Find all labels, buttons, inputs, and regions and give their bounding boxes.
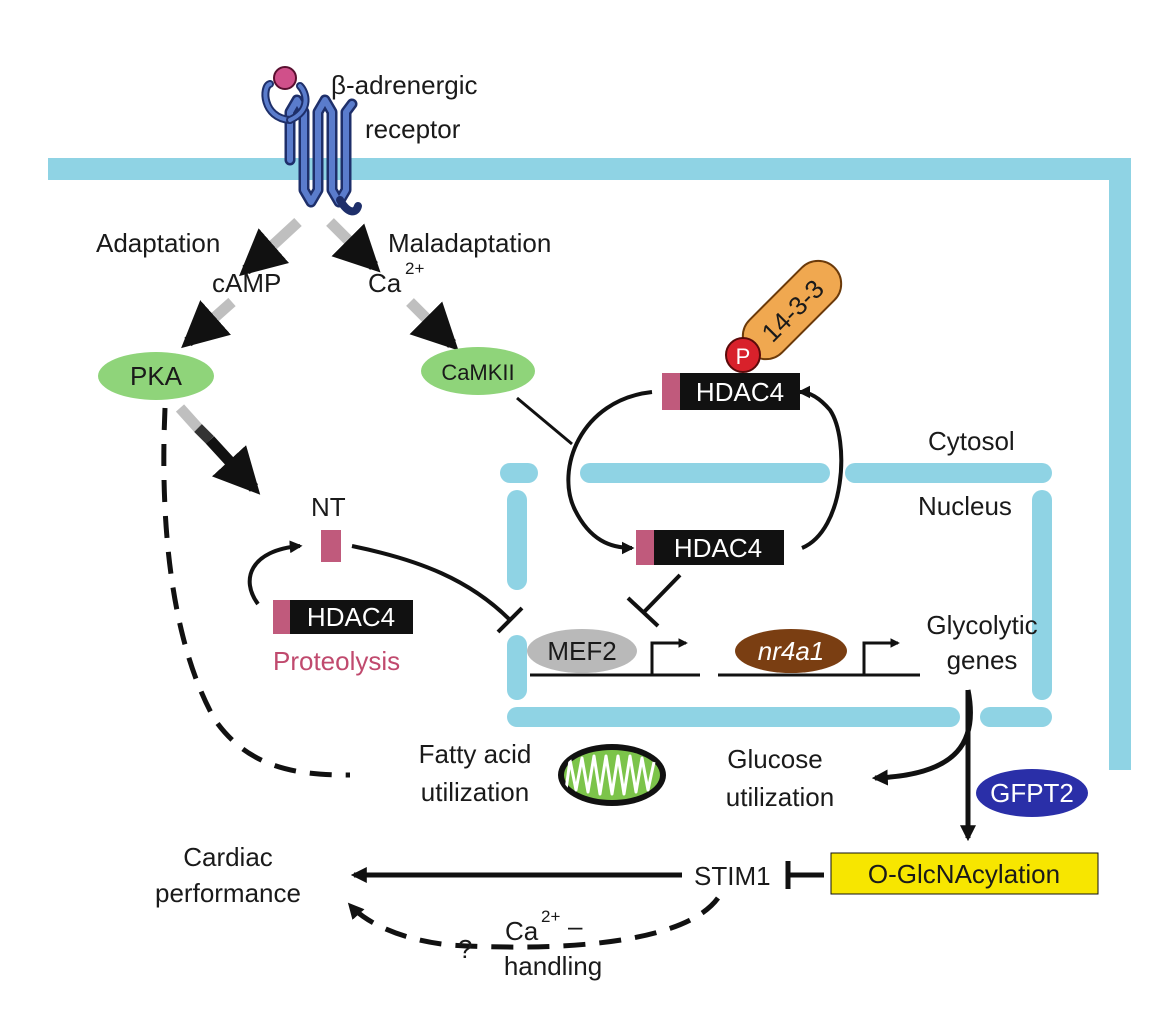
camkii-node	[421, 347, 535, 395]
calcium-charge: 2+	[405, 259, 424, 278]
hdac4-proteolysis-label: HDAC4	[307, 602, 395, 632]
glucose-label-line1: Glucose	[727, 744, 822, 774]
proteolysis-arrow	[247, 540, 303, 606]
cytosol-label: Cytosol	[928, 426, 1015, 456]
nuclear-envelope	[500, 463, 1052, 727]
glucose-label-line2: utilization	[726, 782, 834, 812]
mef2-label: MEF2	[547, 636, 616, 666]
cell-membrane	[48, 158, 1131, 770]
cardiac-label-line2: performance	[155, 878, 301, 908]
hdac4-shuttle-arrows	[566, 385, 844, 555]
glycolytic-label-line2: genes	[947, 645, 1018, 675]
promoter-arrow-nr4a1	[862, 638, 900, 675]
glycolytic-label-line1: Glycolytic	[926, 610, 1037, 640]
nt-label: NT	[311, 492, 346, 522]
nt-mef2-inhibition	[351, 544, 524, 634]
calcium-handling-dashed-arrow	[347, 896, 721, 950]
maladaptation-label: Maladaptation	[388, 228, 551, 258]
stim1-label: STIM1	[694, 861, 771, 891]
hdac4-cytosol-box	[662, 373, 800, 410]
mef2-node	[527, 629, 637, 673]
receptor-label-line2: receptor	[365, 114, 461, 144]
o-glcnacylation-label: O-GlcNAcylation	[868, 859, 1060, 889]
glycolytic-output-arrows	[871, 689, 977, 842]
hdac4-cytosol-label: HDAC4	[696, 377, 784, 407]
nr4a1-node	[735, 629, 847, 673]
maladaptation-arrow	[326, 218, 381, 273]
pka-label: PKA	[130, 361, 183, 391]
hdac4-nucleus-box	[636, 530, 784, 565]
fatty-acid-label-line1: Fatty acid	[419, 739, 532, 769]
calcium-label: Ca	[368, 268, 402, 298]
receptor-label-line1: β-adrenergic	[331, 70, 477, 100]
hdac4-cytosol-tag	[662, 373, 680, 410]
nr4a1-label: nr4a1	[758, 636, 825, 666]
camkii-inhibition-line	[516, 396, 573, 446]
fatty-acid-label-line2: utilization	[421, 777, 529, 807]
nt-fragment	[321, 530, 341, 562]
phosphate-label: P	[736, 344, 751, 369]
oglc-stim1-inhibition	[785, 861, 824, 889]
mitochondrion-icon	[558, 744, 666, 806]
pka-fatty-acid-dashed-link	[161, 407, 351, 778]
camp-to-pka-arrow	[181, 297, 236, 349]
calcium-handling-base: Ca	[505, 916, 539, 946]
hdac4-nucleus-tag	[636, 530, 654, 565]
cardiac-label-line1: Cardiac	[183, 842, 273, 872]
question-mark: ?	[458, 934, 472, 964]
promoter-arrow-mef2	[650, 638, 688, 675]
calcium-handling-line2: handling	[504, 951, 602, 981]
pka-node	[98, 352, 214, 400]
gfpt2-label: GFPT2	[990, 778, 1074, 808]
calcium-to-camkii-arrow	[406, 298, 459, 351]
camp-label: cAMP	[212, 268, 281, 298]
adaptation-arrow	[239, 217, 302, 277]
gfpt2-node	[976, 769, 1088, 817]
nucleus-label: Nucleus	[918, 491, 1012, 521]
o-glcnacylation-box	[830, 852, 1099, 895]
hdac4-mef2-inhibition	[626, 573, 682, 628]
calcium-handling-dash: –	[568, 911, 583, 941]
adaptation-label: Adaptation	[96, 228, 220, 258]
hdac4-proteolysis-tag	[273, 600, 290, 634]
hdac4-nucleus-label: HDAC4	[674, 533, 762, 563]
phosphate-badge	[725, 337, 761, 373]
camkii-label: CaMKII	[441, 360, 514, 385]
proteolysis-label: Proteolysis	[273, 646, 400, 676]
hdac4-proteolysis-box	[273, 600, 413, 634]
pka-to-nt-arrow	[175, 404, 261, 495]
beta-adrenergic-receptor-icon	[261, 80, 362, 216]
calcium-handling-charge: 2+	[541, 907, 560, 926]
ligand-icon	[273, 66, 297, 90]
